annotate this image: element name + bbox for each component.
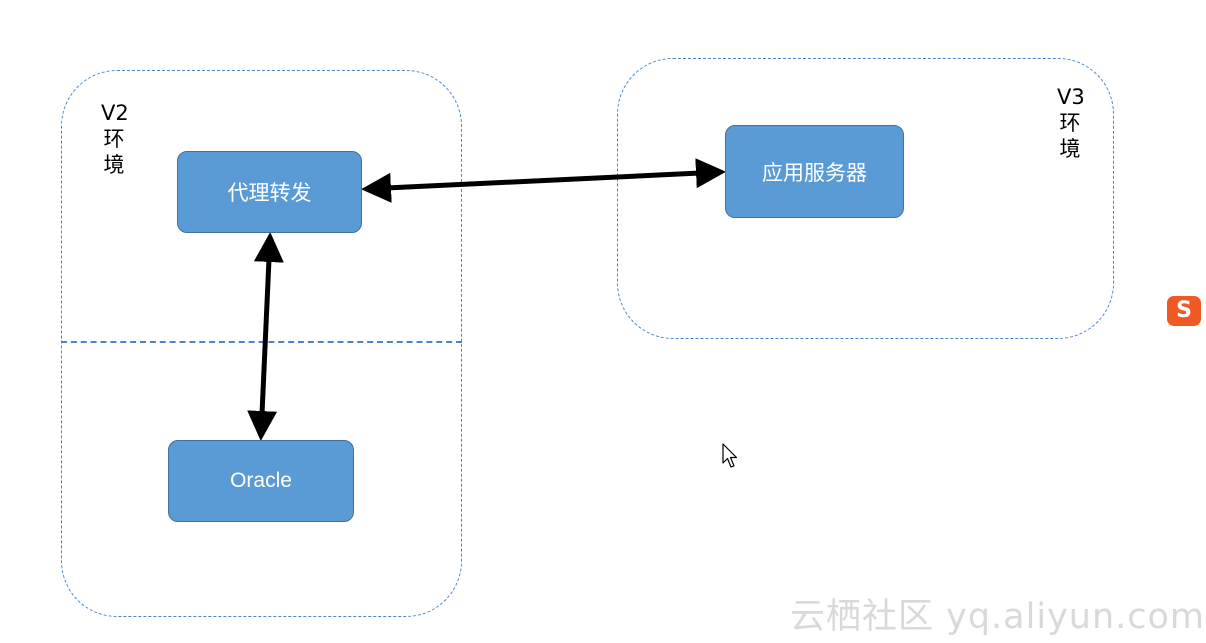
proxy-forward-node: 代理转发 bbox=[177, 151, 362, 233]
v2-environment-region bbox=[61, 70, 462, 617]
sogou-input-icon[interactable]: S bbox=[1167, 296, 1201, 326]
v2-environment-label: V2 环 境 bbox=[101, 101, 129, 177]
oracle-node: Oracle bbox=[168, 440, 354, 522]
application-server-label: 应用服务器 bbox=[762, 160, 867, 185]
v2-region-divider bbox=[61, 341, 462, 343]
mouse-cursor-icon bbox=[722, 443, 738, 468]
watermark-text: 云栖社区 yq.aliyun.com bbox=[790, 597, 1206, 637]
oracle-label: Oracle bbox=[230, 469, 292, 492]
proxy-forward-label: 代理转发 bbox=[227, 181, 312, 205]
application-server-node: 应用服务器 bbox=[725, 125, 904, 218]
v3-environment-label: V3 环 境 bbox=[1057, 85, 1085, 161]
